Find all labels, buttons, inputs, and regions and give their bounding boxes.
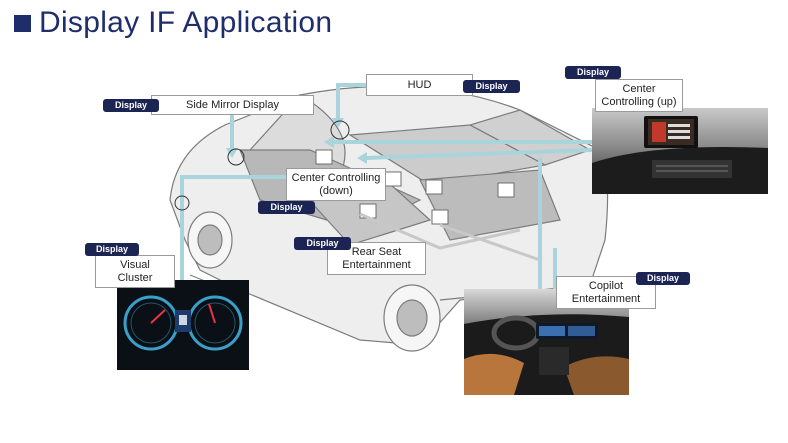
center-controlling-up-illustration bbox=[592, 116, 768, 194]
display-tag-center-up: Display bbox=[565, 66, 621, 79]
display-tag-center-down: Display bbox=[258, 201, 315, 214]
center-controlling-up-label: Center Controlling (up) bbox=[595, 79, 683, 112]
hud-label: HUD bbox=[366, 74, 473, 96]
side-mirror-display-label: Side Mirror Display bbox=[151, 95, 314, 115]
visual-cluster-label: Visual Cluster bbox=[95, 255, 175, 288]
connector-lines bbox=[180, 83, 595, 292]
display-tag-rear-seat: Display bbox=[294, 237, 351, 250]
target-circles bbox=[174, 120, 350, 211]
visual-cluster-photo bbox=[117, 280, 249, 370]
copilot-entertainment-illustration bbox=[464, 314, 629, 395]
slide-title: Display IF Application bbox=[39, 6, 333, 39]
slide-title-wrap: Display IF Application bbox=[14, 6, 332, 40]
center-controlling-down-label: Center Controlling (down) bbox=[286, 168, 386, 201]
rear-seat-brackets bbox=[359, 212, 541, 262]
copilot-entertainment-photo bbox=[464, 289, 629, 395]
center-controlling-up-photo bbox=[592, 108, 768, 194]
display-tag-side-mirror: Display bbox=[103, 99, 159, 112]
display-tag-hud: Display bbox=[463, 80, 520, 93]
connector-arrowheads bbox=[226, 118, 367, 164]
title-bullet-square bbox=[14, 14, 31, 32]
display-tag-copilot: Display bbox=[636, 272, 690, 285]
display-tag-visual-cluster: Display bbox=[85, 243, 139, 256]
visual-cluster-illustration bbox=[123, 295, 243, 351]
seat-display-icons bbox=[315, 149, 515, 225]
